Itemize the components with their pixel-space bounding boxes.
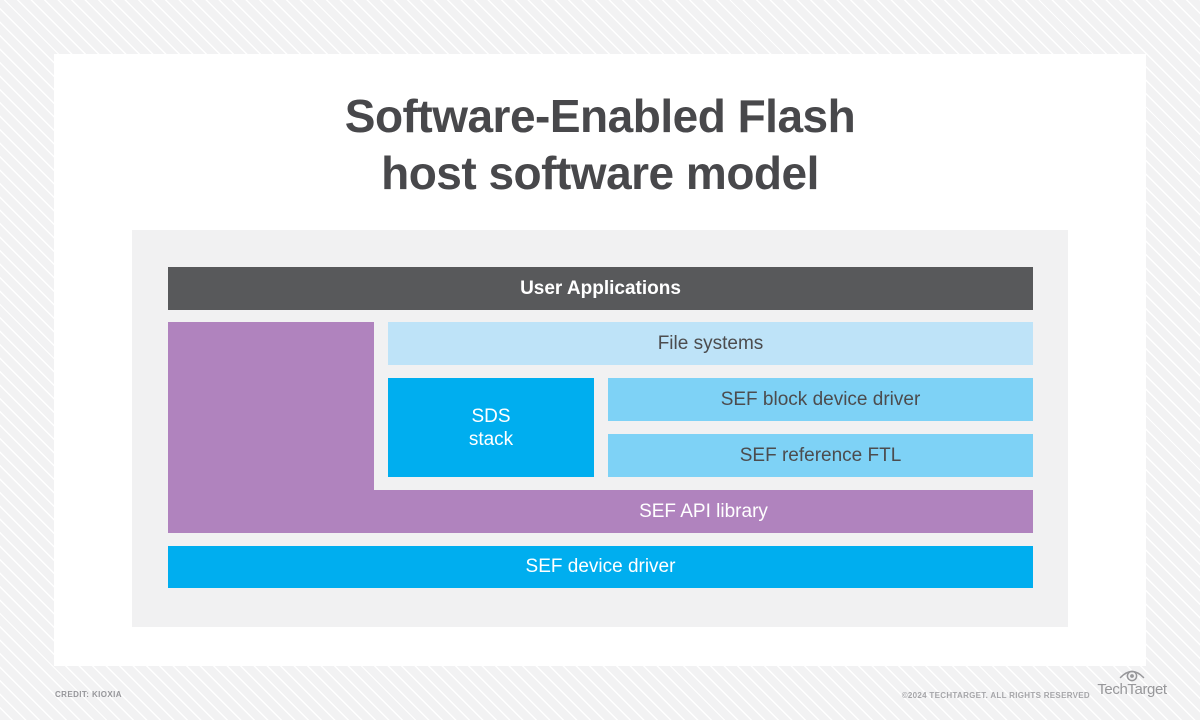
sds-stack-block: SDS stack bbox=[388, 378, 594, 477]
file-systems-block: File systems bbox=[388, 322, 1033, 365]
sef-api-library-bar: SEF API library bbox=[374, 490, 1033, 533]
diagram-panel: User Applications File systems SDS stack… bbox=[132, 230, 1068, 627]
title-line-2: host software model bbox=[381, 147, 819, 199]
user-applications-block: User Applications bbox=[168, 267, 1033, 310]
techtarget-wordmark: TechTarget bbox=[1097, 681, 1167, 698]
eye-icon bbox=[1119, 670, 1145, 682]
sef-reference-ftl-block: SEF reference FTL bbox=[608, 434, 1033, 477]
sef-block-device-driver-block: SEF block device driver bbox=[608, 378, 1033, 421]
sef-device-driver-block: SEF device driver bbox=[168, 546, 1033, 588]
copyright-text: ©2024 TECHTARGET. ALL RIGHTS RESERVED bbox=[901, 691, 1090, 700]
page-title: Software-Enabled Flash host software mod… bbox=[54, 88, 1146, 202]
credit-text: CREDIT: KIOXIA bbox=[55, 690, 122, 699]
techtarget-logo: TechTarget bbox=[1097, 668, 1167, 698]
title-line-1: Software-Enabled Flash bbox=[344, 90, 856, 142]
sef-api-library-column bbox=[168, 322, 374, 533]
content-card: Software-Enabled Flash host software mod… bbox=[54, 54, 1146, 666]
